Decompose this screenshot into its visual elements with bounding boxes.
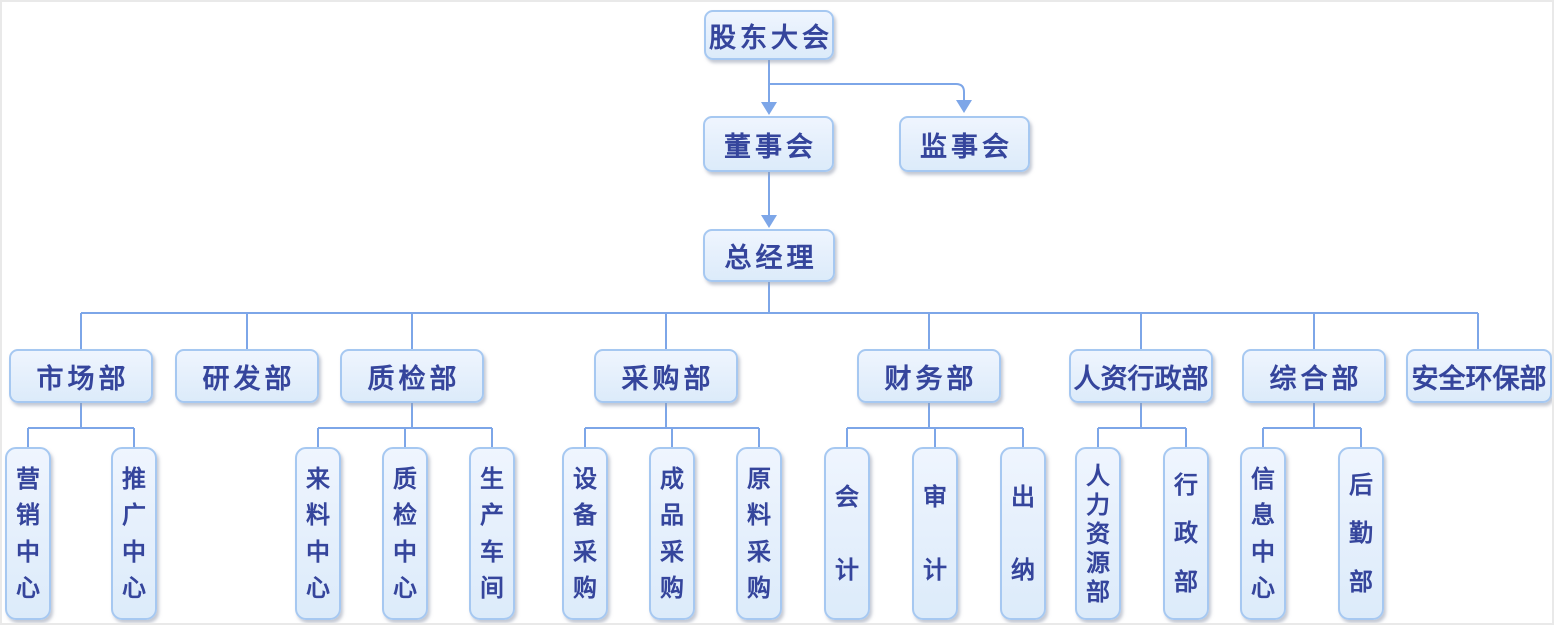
org-node-human-resources-dept[interactable]: 人力资源部 xyxy=(1075,447,1121,620)
org-node-quality-inspection-center[interactable]: 质检中心 xyxy=(382,447,428,620)
org-node-dept-rnd[interactable]: 研发部 xyxy=(175,349,319,403)
org-node-dept-hr-admin[interactable]: 人资行政部 xyxy=(1069,349,1213,403)
org-node-promotion-center[interactable]: 推广中心 xyxy=(111,447,157,620)
org-node-dept-procurement[interactable]: 采购部 xyxy=(594,349,738,403)
org-node-incoming-material-center[interactable]: 来料中心 xyxy=(295,447,341,620)
subtree-hr-admin xyxy=(1097,403,1187,447)
subtree-general-affairs xyxy=(1262,403,1362,447)
org-node-dept-quality[interactable]: 质检部 xyxy=(340,349,484,403)
subtree-quality xyxy=(317,403,493,447)
org-node-dept-finance[interactable]: 财务部 xyxy=(857,349,1001,403)
org-node-cashier[interactable]: 出纳 xyxy=(1000,447,1046,620)
subtree-finance xyxy=(846,403,1024,447)
org-node-information-center[interactable]: 信息中心 xyxy=(1240,447,1286,620)
arrowhead-supervisory xyxy=(956,100,972,113)
org-node-dept-safety-env[interactable]: 安全环保部 xyxy=(1406,349,1552,403)
org-node-equipment-procurement[interactable]: 设备采购 xyxy=(562,447,608,620)
org-node-marketing-center[interactable]: 营销中心 xyxy=(5,447,51,620)
org-node-supervisory-board[interactable]: 监事会 xyxy=(899,116,1030,172)
org-node-finished-product-procurement[interactable]: 成品采购 xyxy=(649,447,695,620)
org-node-board-of-directors[interactable]: 董事会 xyxy=(703,116,834,172)
org-node-dept-marketing[interactable]: 市场部 xyxy=(9,349,153,403)
org-node-accounting[interactable]: 会计 xyxy=(824,447,870,620)
org-node-audit[interactable]: 审计 xyxy=(912,447,958,620)
arrowhead-board xyxy=(761,102,777,115)
org-node-administration-dept[interactable]: 行政部 xyxy=(1163,447,1209,620)
org-node-dept-general-affairs[interactable]: 综合部 xyxy=(1242,349,1386,403)
org-node-shareholders-meeting[interactable]: 股东大会 xyxy=(704,10,834,60)
arrowhead-gm xyxy=(761,215,777,228)
org-node-production-workshop[interactable]: 生产车间 xyxy=(469,447,515,620)
subtree-marketing xyxy=(27,403,135,447)
connector-shareholders-supervisory xyxy=(769,83,965,101)
org-node-raw-material-procurement[interactable]: 原料采购 xyxy=(736,447,782,620)
org-node-general-manager[interactable]: 总经理 xyxy=(703,229,835,282)
org-node-logistics-dept[interactable]: 后勤部 xyxy=(1338,447,1384,620)
subtree-procurement xyxy=(584,403,760,447)
